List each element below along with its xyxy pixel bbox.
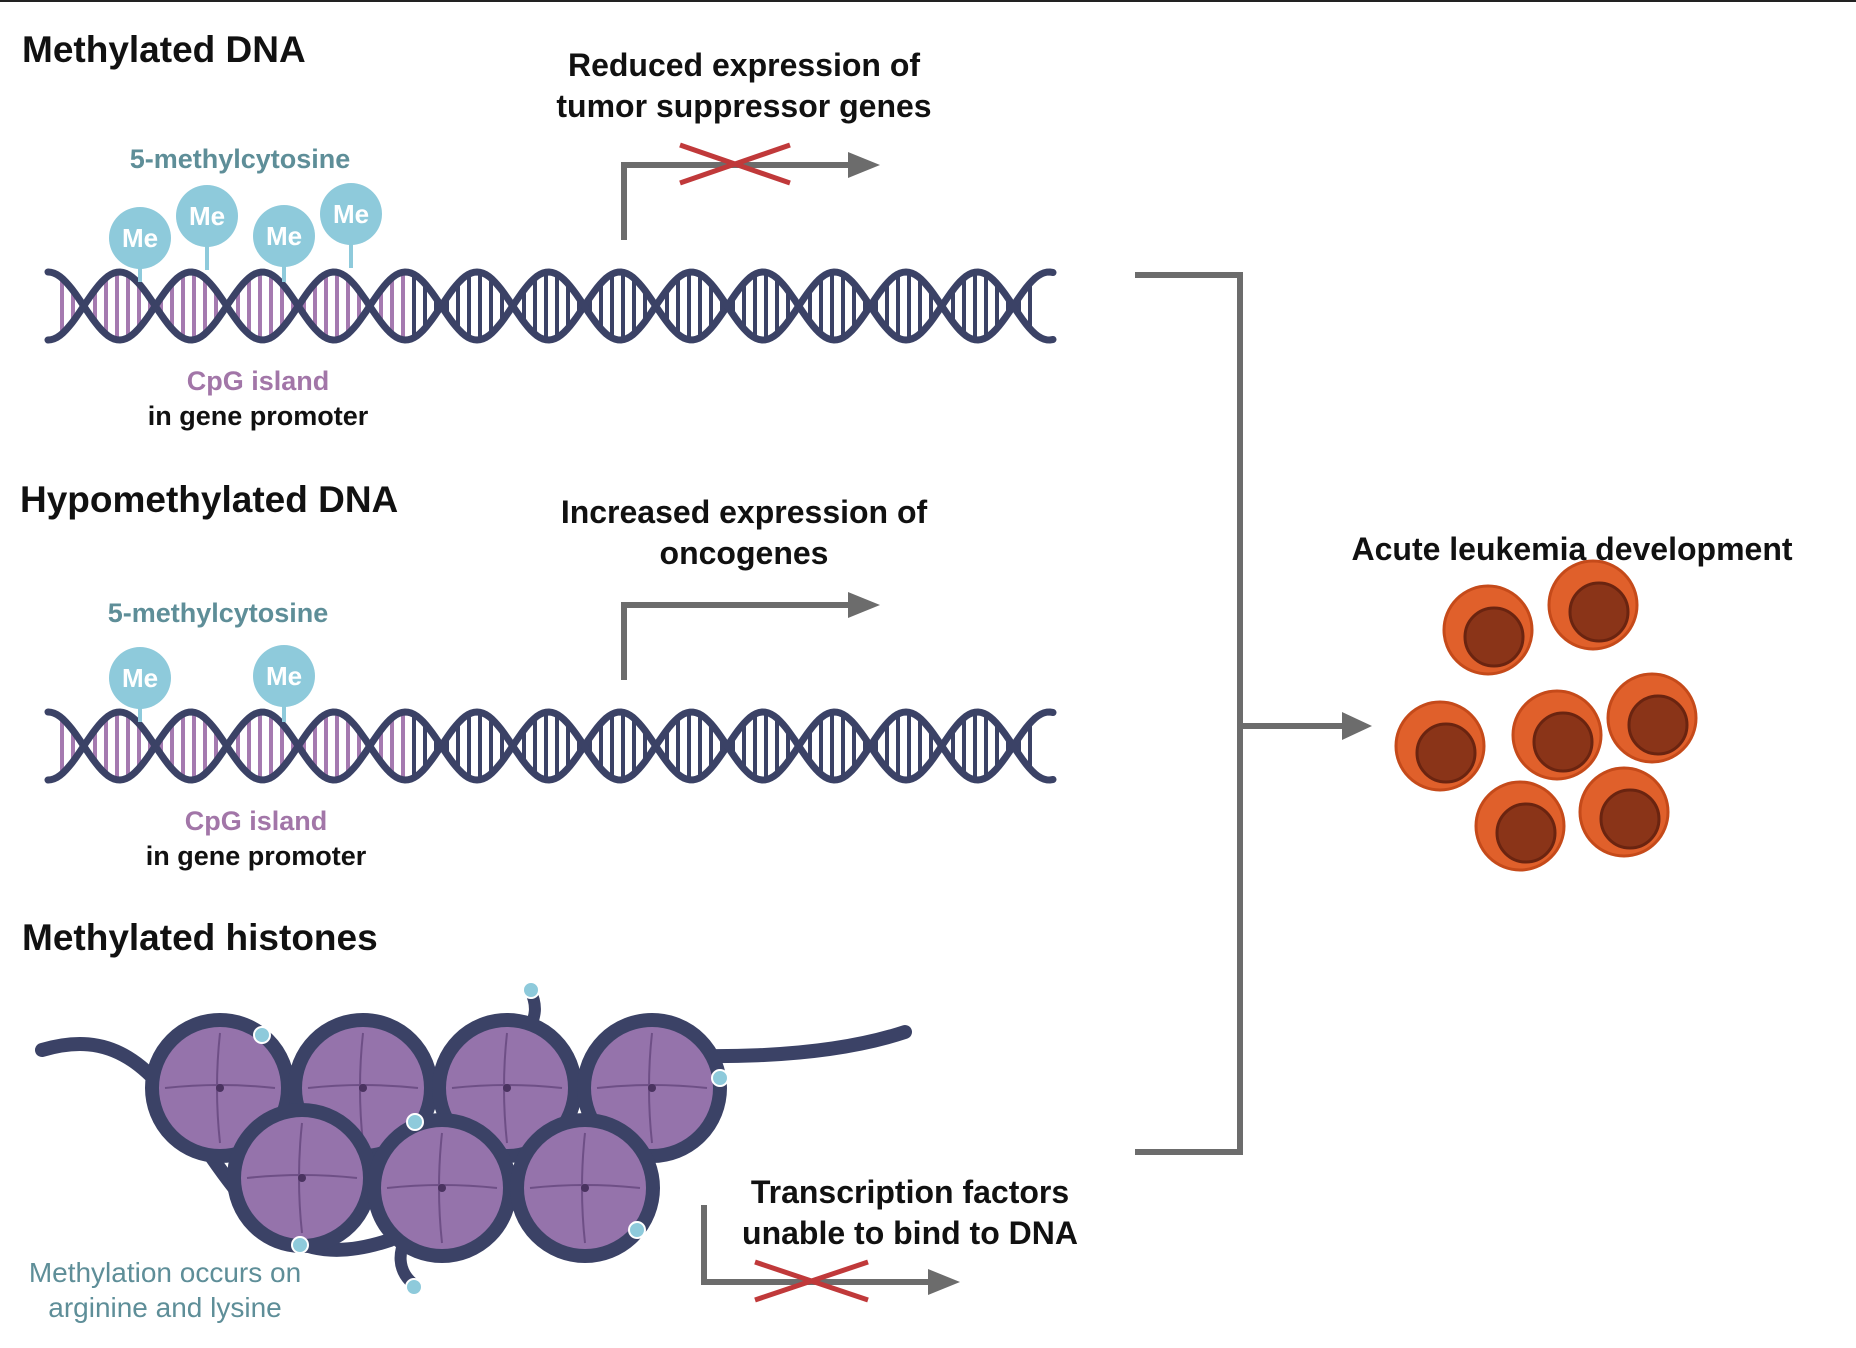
promoter-label-methylated: in gene promoter xyxy=(148,401,369,431)
methylated-histones-section: Methylated histones Methylation occurs o… xyxy=(22,917,1078,1323)
methyl-badge-label: Me xyxy=(122,223,158,253)
methyl-badge-label: Me xyxy=(266,221,302,251)
methyl-group-icon xyxy=(253,205,315,267)
methylation-site-dot xyxy=(405,1278,423,1296)
methylated-dna-title: Methylated DNA xyxy=(22,29,306,70)
methylated-histones-title: Methylated histones xyxy=(22,917,378,958)
nucleosome xyxy=(510,1113,660,1263)
dna-strand xyxy=(44,268,1057,344)
transcription-arrow-hypomethylated xyxy=(621,592,880,680)
outcome-line2-hypomethylated: oncogenes xyxy=(660,535,829,571)
methyl-badge-label: Me xyxy=(189,201,225,231)
outcome-line1-hypomethylated: Increased expression of xyxy=(561,494,928,530)
marker-label-hypomethylated: 5-methylcytosine xyxy=(108,598,329,628)
cpg-label-hypomethylated: CpG island xyxy=(185,806,328,836)
block-cross-icon-methylated xyxy=(679,142,791,186)
methylation-site-dot xyxy=(628,1221,646,1239)
outcome-line1-methylated: Reduced expression of xyxy=(568,47,920,83)
methyl-badge-label: Me xyxy=(266,661,302,691)
leukemia-cell-cluster xyxy=(1394,559,1698,872)
methyl-badge-label: Me xyxy=(122,663,158,693)
leukemia-cell xyxy=(1474,780,1566,872)
methyl-group-icon xyxy=(109,647,171,709)
dna-strand xyxy=(44,708,1057,784)
methyl-group-icon xyxy=(176,185,238,247)
nucleosome-cluster xyxy=(35,981,912,1296)
histone-note-line1: Methylation occurs on xyxy=(29,1257,301,1288)
dna-strand xyxy=(44,268,1057,344)
transcription-arrow-methylated xyxy=(621,152,880,240)
promoter-label-hypomethylated: in gene promoter xyxy=(146,841,367,871)
leukemia-cell xyxy=(1442,584,1534,676)
dna-strand xyxy=(44,708,1057,784)
methyl-badges-hypomethylated: Me Me xyxy=(109,645,315,722)
transcription-arrow-histones xyxy=(701,1205,960,1295)
leukemia-cell xyxy=(1547,559,1639,651)
methyl-group-icon xyxy=(320,183,382,245)
nucleosome xyxy=(227,1103,377,1253)
cpg-label-methylated: CpG island xyxy=(187,366,330,396)
nucleosome xyxy=(367,1113,517,1263)
methyl-group-icon xyxy=(109,207,171,269)
outcome-line2-methylated: tumor suppressor genes xyxy=(556,88,931,124)
leukemia-cell xyxy=(1394,700,1486,792)
methylation-site-dot xyxy=(253,1026,271,1044)
leukemia-cell xyxy=(1511,689,1603,781)
leukemia-cell xyxy=(1606,672,1698,764)
methyl-badge-label: Me xyxy=(333,199,369,229)
methylation-site-dot xyxy=(406,1113,424,1131)
block-cross-icon-histones xyxy=(754,1259,869,1303)
result-label: Acute leukemia development xyxy=(1351,531,1792,567)
dna-helix-hypomethylated xyxy=(44,708,1057,784)
methylation-site-dot xyxy=(711,1069,729,1087)
methylation-site-dot xyxy=(522,981,540,999)
arrow-head-icon xyxy=(1342,712,1372,740)
dna-helix-methylated xyxy=(44,268,1057,344)
outcome-line1-histones: Transcription factors xyxy=(751,1174,1069,1210)
outcome-line2-histones: unable to bind to DNA xyxy=(742,1215,1078,1251)
methylation-site-dot xyxy=(291,1236,309,1254)
histone-note-line2: arginine and lysine xyxy=(48,1292,282,1323)
hypomethylated-dna-section: Hypomethylated DNA Me Me 5-methylcytosine… xyxy=(20,479,1057,871)
result-section: Acute leukemia development xyxy=(1351,531,1793,872)
leukemia-cell xyxy=(1578,766,1670,858)
convergence-bracket xyxy=(1135,272,1372,1155)
hypomethylated-dna-title: Hypomethylated DNA xyxy=(20,479,398,520)
methyl-group-icon xyxy=(253,645,315,707)
marker-label-methylated: 5-methylcytosine xyxy=(130,144,351,174)
